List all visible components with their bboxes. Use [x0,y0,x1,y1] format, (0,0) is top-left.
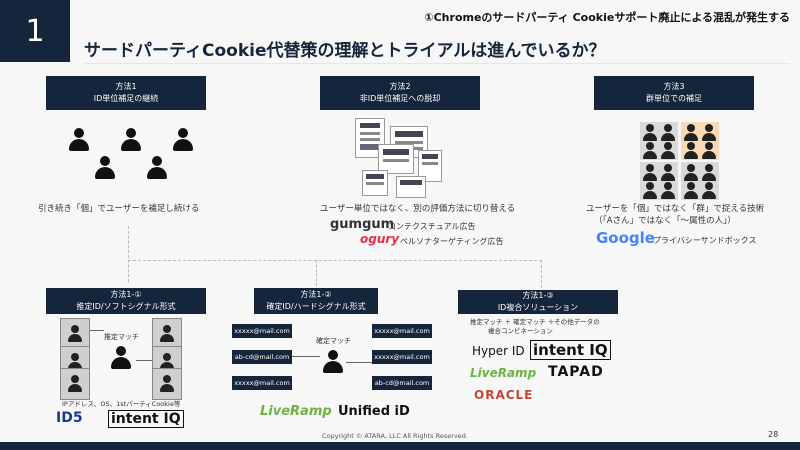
person-icon [94,156,116,180]
intentiq-logo: intent IQ [530,340,611,360]
page-number: 28 [768,430,779,439]
id5-logo: ID5 [56,410,83,426]
person-icon [120,128,142,152]
method1-1-sub: 推定ID/ソフトシグナル形式 [76,302,176,311]
profile-card [152,368,182,400]
ogury-logo: ogury [360,232,400,246]
document-icon [362,170,388,196]
method1-2-sub: 確定ID/ハードシグナル形式 [266,302,366,311]
intentiq-logo: intent IQ [108,410,184,428]
method3-caption-1: ユーザーを「個」ではなく「群」で捉える技術 [586,204,765,214]
method1-1-header: 方法1-① 推定ID/ソフトシグナル形式 [46,288,206,314]
connector-line [316,260,317,286]
person-icon [146,156,168,180]
section-tag: ①Chromeのサードパーティ Cookieサポート廃止による混乱が発生する [424,11,790,24]
link-line [136,360,152,361]
footer-bar [0,442,800,450]
link-line [292,356,320,357]
group-cell [640,122,678,160]
method1-3-heading: 方法1-③ [522,291,554,300]
method2-caption: ユーザー単位ではなく、別の評価方法に切り替える [320,204,516,214]
group-cell [681,162,719,200]
tapad-logo: TAPAD [548,364,604,380]
email-chip: xxxxx@mail.com [372,350,432,364]
email-chip: xxxxx@mail.com [372,324,432,338]
method1-1-heading: 方法1-① [110,290,142,299]
method1-3-header: 方法1-③ ID複合ソリューション [458,290,618,314]
method1-heading: 方法1 [115,82,137,91]
method2-sub: 非ID単位補足への脱却 [359,94,441,103]
person-icon [68,128,90,152]
hyper-id-logo: Hyper ID [472,344,525,358]
copyright: Copyright © ATARA, LLC All Rights Reserv… [322,432,468,440]
person-icon [322,350,344,374]
group-cell-highlight [681,122,719,160]
email-chip: ab-cd@mail.com [372,376,432,390]
method1-2-header: 方法1-② 確定ID/ハードシグナル形式 [254,288,378,314]
link-line [90,330,104,331]
method3-heading: 方法3 [663,82,685,91]
link-line [346,362,372,363]
method1-sub: ID単位補足の継続 [93,94,159,103]
person-icon [172,128,194,152]
method3-sub: 群単位での補足 [646,94,702,103]
person-icon [110,346,132,370]
method1-header: 方法1 ID単位補足の継続 [46,76,206,110]
gumgum-logo: gumgum [330,217,395,232]
method2-heading: 方法2 [389,82,411,91]
method3-header: 方法3 群単位での補足 [594,76,754,110]
email-chip: ab-cd@mail.com [232,350,292,364]
google-logo: Google [596,229,655,247]
composite-note-1: 推定マッチ ＋ 確定マッチ ＋その他データの [470,318,600,326]
slide-number: 1 [0,0,70,62]
group-cell [640,162,678,200]
confirmed-match-label: 確定マッチ [316,337,351,345]
profile-card [60,318,90,350]
oracle-logo: ORACLE [474,388,534,402]
composite-note-2: 複合コンビネーション [488,327,553,335]
email-chip: xxxxx@mail.com [232,324,292,338]
method1-caption: 引き続き「個」でユーザーを補足し続ける [38,204,200,214]
liveramp-logo: LiveRamp [260,404,332,419]
ogury-description: ペルソナターゲティング広告 [400,237,504,246]
liveramp-logo: LiveRamp [470,366,537,380]
profile-card [60,368,90,400]
title-divider [84,63,790,64]
gumgum-description: コンテクスチュアル広告 [388,222,476,231]
connector-line [128,260,542,261]
method3-caption-2: （「Aさん」ではなく「〜属性の人」） [594,216,736,226]
connector-line [128,226,129,282]
google-description: プライバシーサンドボックス [653,236,757,245]
connector-line [541,260,542,288]
email-chip: xxxxx@mail.com [232,376,292,390]
method1-2-heading: 方法1-② [300,290,332,299]
slide-title: サードパーティCookie代替策の理解とトライアルは進んでいるか？ [84,41,606,61]
estimated-match-label: 推定マッチ [104,333,139,341]
document-icon [378,144,414,174]
document-icon [396,176,426,198]
unified-id-logo: Unified iD [338,404,410,419]
method2-header: 方法2 非ID単位補足への脱却 [320,76,480,110]
profile-card [152,318,182,350]
soft-signal-note: IPアドレス、OS、1stパーティCookie等 [62,400,181,408]
method1-3-sub: ID複合ソリューション [497,303,579,312]
